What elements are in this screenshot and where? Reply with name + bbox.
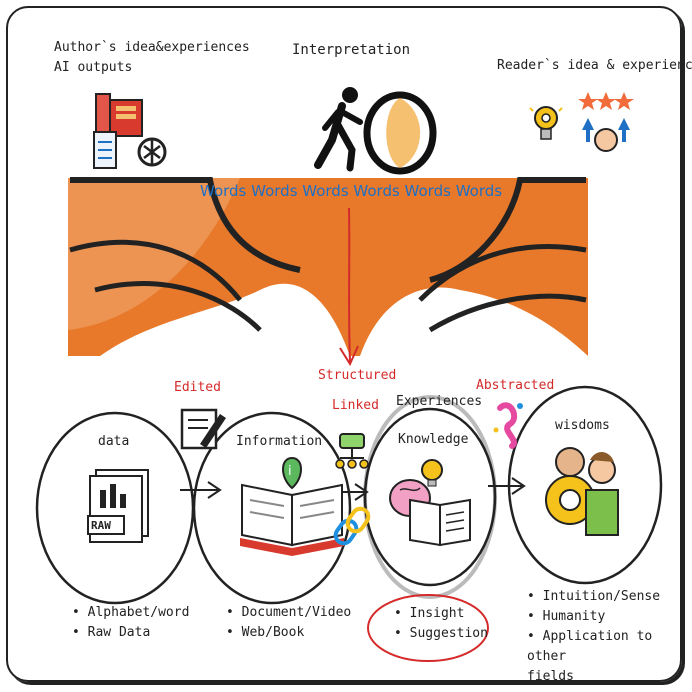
network-node-icon (335, 433, 369, 469)
raw-data-icon (87, 469, 149, 543)
chain-link-icon (333, 506, 371, 546)
document-icon (93, 131, 117, 169)
abstract-squiggle-icon (493, 402, 523, 449)
orange-funnel (68, 177, 588, 362)
outer-frame (6, 6, 682, 682)
interpretation-label: Interpretation (292, 42, 411, 58)
list-item: Intuition/Sense (527, 587, 692, 607)
list-item: Insight (394, 604, 488, 624)
edited-label: Edited (174, 380, 221, 395)
list-item: Suggestion (394, 624, 488, 644)
arrow-data-to-information (180, 481, 222, 499)
down-arrow (339, 207, 359, 367)
lightbulb-gear-icon (529, 106, 563, 140)
stage-knowledge-title: Knowledge (398, 432, 469, 447)
structured-label: Structured (318, 368, 397, 383)
stage-information-bullets: Document/Video Web/Book (226, 603, 352, 643)
notepad-pencil-icon (180, 408, 226, 450)
stage-wisdoms-title: wisdoms (555, 418, 610, 433)
ai-outputs-label: AI outputs (54, 60, 133, 75)
list-item: Alphabet/word (72, 603, 190, 623)
list-item: Humanity (527, 607, 692, 627)
arrow-knowledge-to-wisdoms (488, 477, 526, 495)
walking-person-icon (314, 87, 363, 172)
wisdom-head-gear-icon (545, 447, 619, 536)
info-pin-icon: i (282, 456, 302, 490)
stage-wisdoms-bullets: Intuition/Sense Humanity Application to … (527, 587, 692, 687)
svg-text:i: i (288, 464, 292, 479)
open-book-icon (240, 483, 344, 556)
words-label: Words Words Words Words Words Words (200, 182, 503, 200)
stage-data-title: data (98, 434, 130, 449)
list-item: Application to other (527, 627, 692, 667)
books-icon (95, 93, 143, 137)
author-label: Author`s idea&experiences (54, 40, 250, 55)
list-item: fields (527, 669, 574, 684)
stage-knowledge-bullets: Insight Suggestion (394, 604, 488, 644)
stage-information-title: Information (236, 434, 323, 449)
reader-label: Reader`s idea & experiences (497, 58, 692, 73)
openai-logo-icon (137, 137, 167, 167)
magnifier-icon (363, 91, 437, 175)
highlight-knowledge-bullets (367, 594, 489, 662)
abstracted-label: Abstracted (476, 378, 555, 393)
stage-knowledge-subtitle: Experiences (396, 394, 483, 409)
list-item: Web/Book (226, 623, 351, 643)
stage-knowledge-inner-circle (363, 407, 497, 587)
list-item: Raw Data (72, 623, 189, 643)
raw-label: RAW (91, 519, 111, 532)
rating-arrows-icon (578, 92, 634, 152)
linked-label: Linked (332, 398, 379, 413)
brain-book-icon (389, 459, 471, 547)
list-item: Document/Video (226, 603, 352, 623)
stage-data-bullets: Alphabet/word Raw Data (72, 603, 190, 643)
